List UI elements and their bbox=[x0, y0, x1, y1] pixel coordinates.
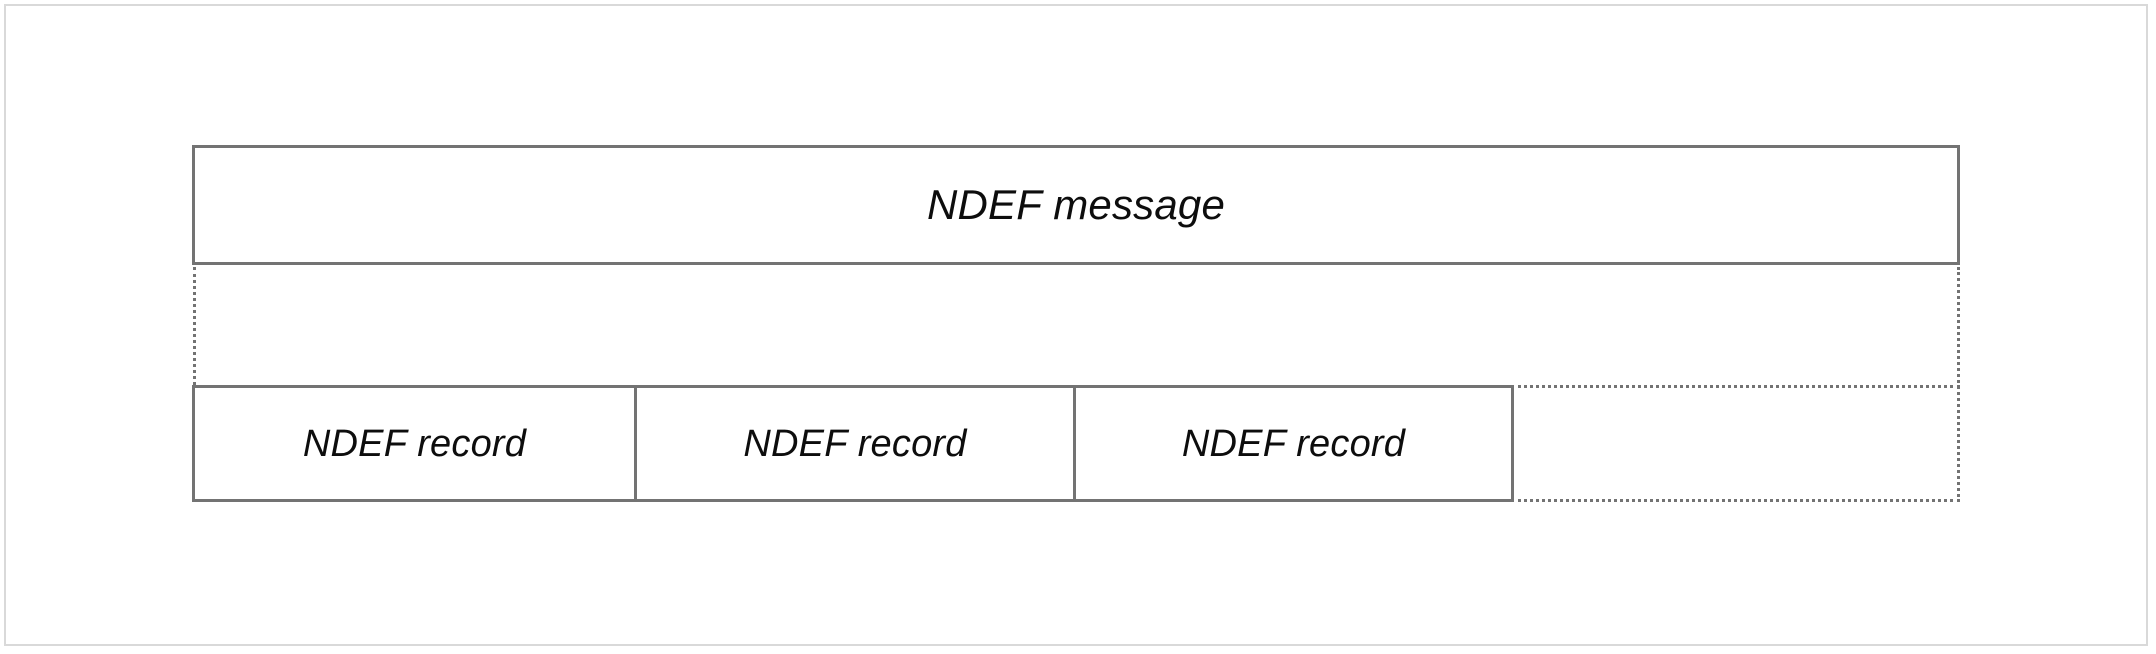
ndef-message-box: NDEF message bbox=[192, 145, 1960, 265]
continuation-bottom-edge bbox=[1511, 499, 1960, 502]
figure-border bbox=[4, 4, 2148, 646]
ndef-record-box: NDEF record bbox=[1073, 385, 1514, 502]
ndef-message-label: NDEF message bbox=[926, 181, 1226, 228]
ndef-records-row: NDEF record NDEF record NDEF record bbox=[192, 385, 1960, 502]
continuation-top-edge bbox=[1511, 385, 1960, 388]
ndef-record-label: NDEF record bbox=[1181, 422, 1406, 465]
ndef-record-label: NDEF record bbox=[743, 422, 967, 465]
ndef-record-continuation bbox=[1511, 385, 1960, 502]
expansion-connector-right bbox=[1957, 267, 1960, 502]
ndef-record-box: NDEF record bbox=[634, 385, 1076, 502]
expansion-connector-left bbox=[193, 267, 196, 385]
ndef-record-box: NDEF record bbox=[192, 385, 637, 502]
ndef-record-label: NDEF record bbox=[302, 422, 527, 465]
